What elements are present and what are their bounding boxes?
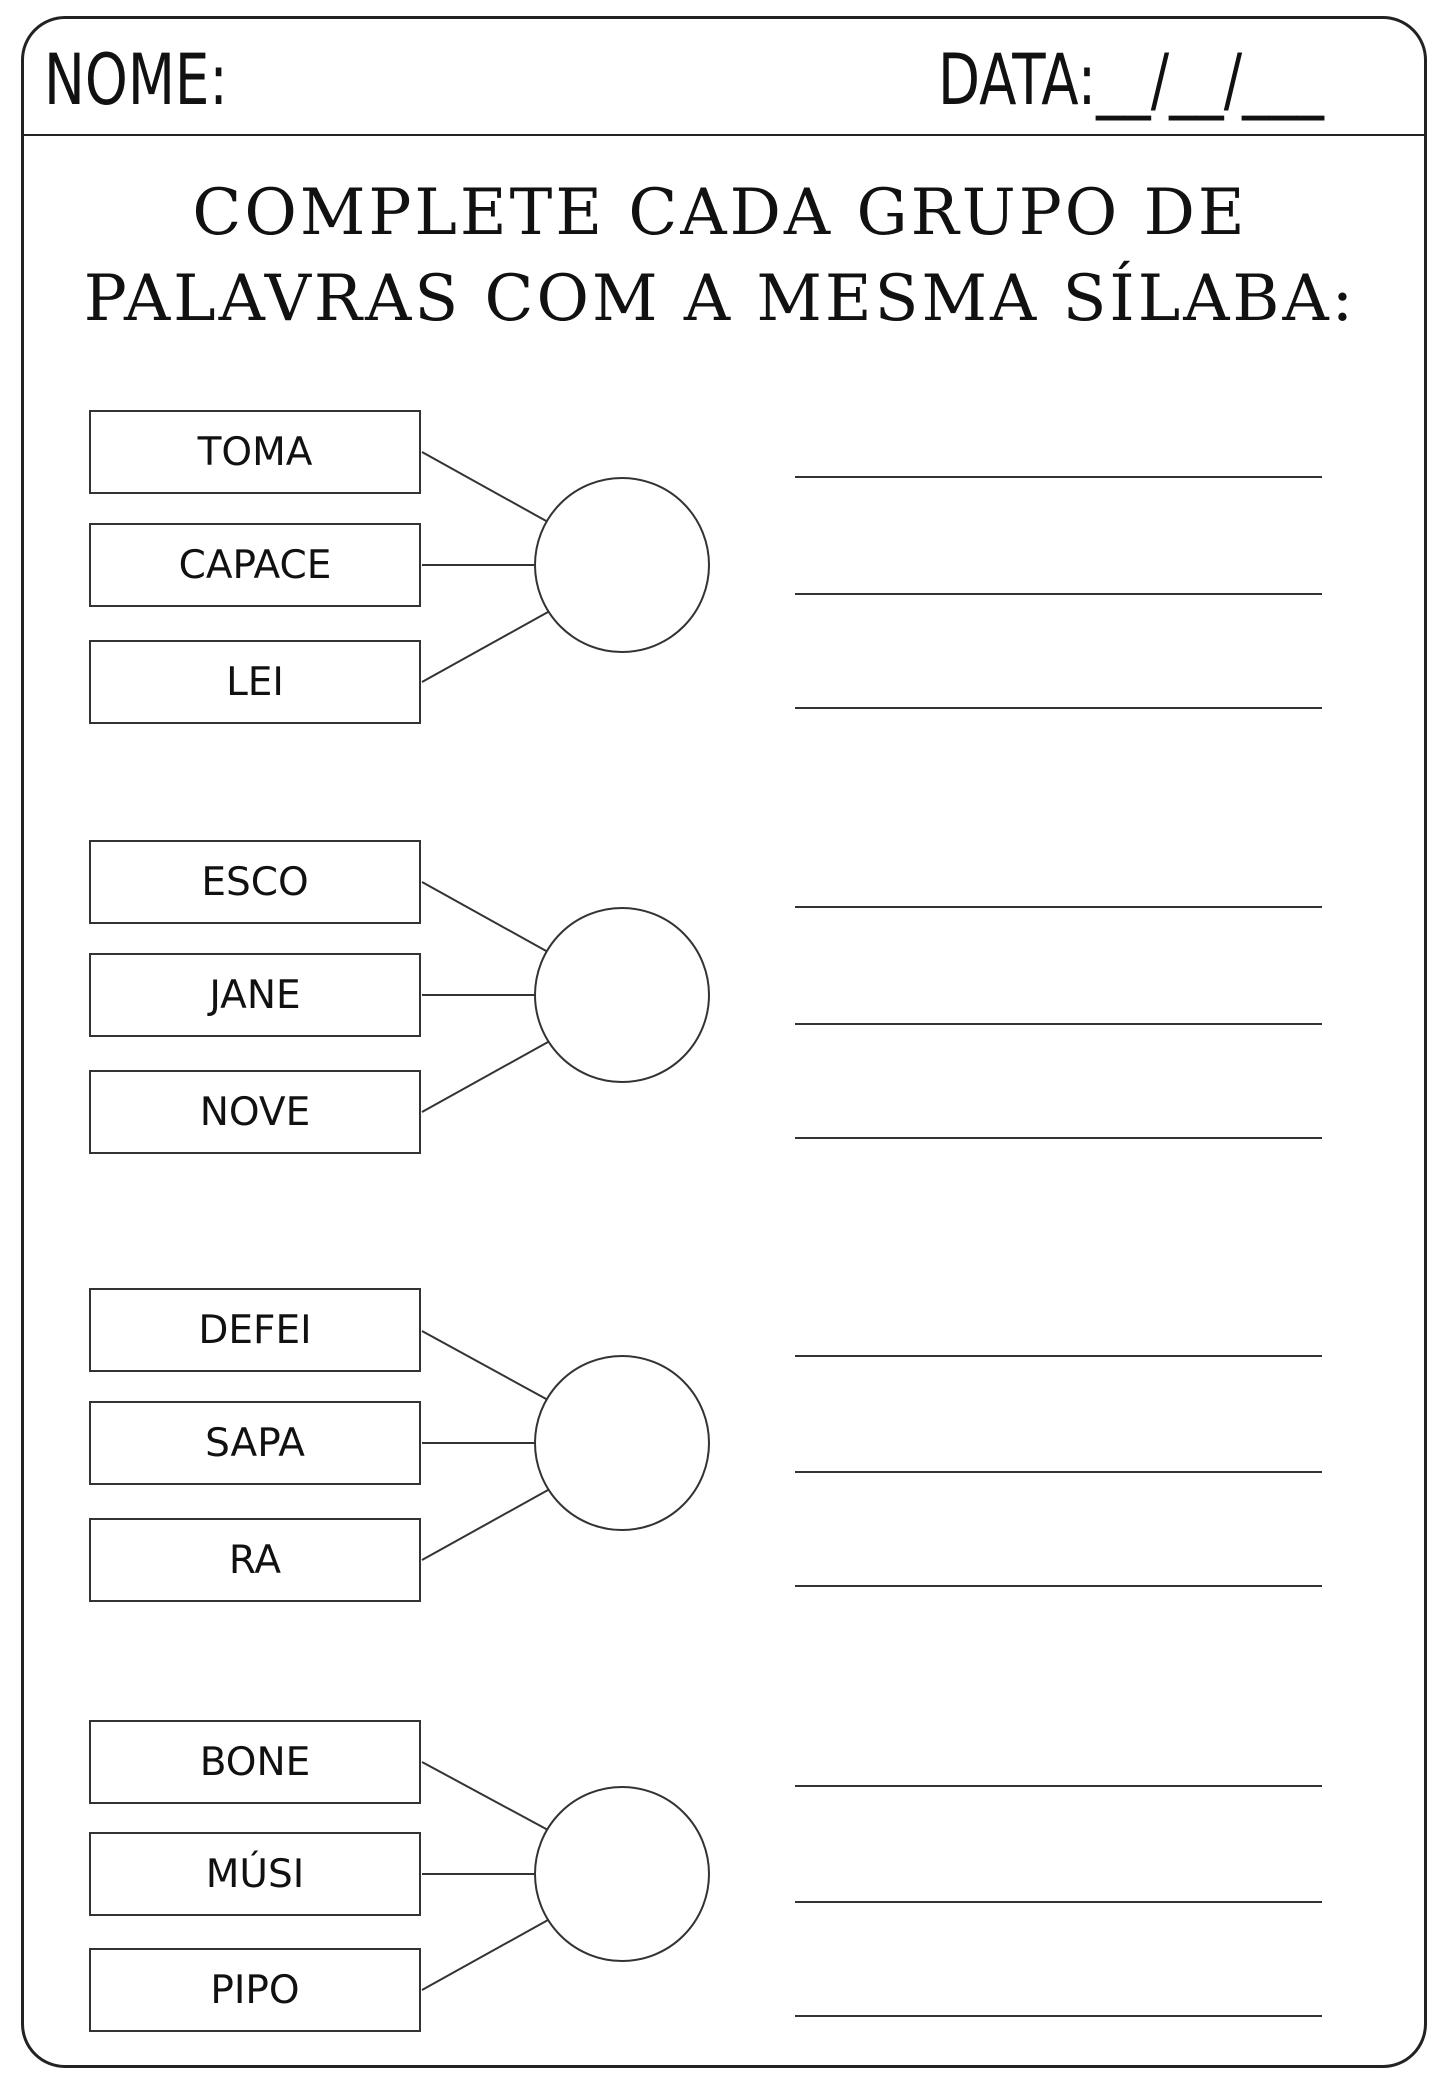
answer-circle-2[interactable] xyxy=(534,907,710,1083)
group-4-connectors xyxy=(421,1761,1322,2017)
answer-circle-4[interactable] xyxy=(534,1786,710,1962)
group-3-connectors xyxy=(421,1330,1322,1587)
word-box: RA xyxy=(89,1518,421,1602)
title-line-2: PALAVRAS COM A MESMA SÍLABA: xyxy=(83,262,1357,336)
word-box: JANE xyxy=(89,953,421,1037)
word-box: DEFEI xyxy=(89,1288,421,1372)
word-box: ESCO xyxy=(89,840,421,924)
group-1-connectors xyxy=(421,451,1322,709)
title-line-1: COMPLETE CADA GRUPO DE xyxy=(192,176,1248,250)
date-label: DATA:__/__/___ xyxy=(938,39,1324,121)
word-box: BONE xyxy=(89,1720,421,1804)
word-box: LEI xyxy=(89,640,421,724)
answer-circle-3[interactable] xyxy=(534,1355,710,1531)
group-2-connectors xyxy=(421,881,1322,1139)
word-box: NOVE xyxy=(89,1070,421,1154)
word-box: PIPO xyxy=(89,1948,421,2032)
word-box: MÚSI xyxy=(89,1832,421,1916)
answer-circle-1[interactable] xyxy=(534,477,710,653)
word-box: SAPA xyxy=(89,1401,421,1485)
name-label: NOME: xyxy=(44,39,228,121)
page-title: COMPLETE CADA GRUPO DE PALAVRAS COM A ME… xyxy=(0,170,1440,342)
word-box: CAPACE xyxy=(89,523,421,607)
word-box: TOMA xyxy=(89,410,421,494)
